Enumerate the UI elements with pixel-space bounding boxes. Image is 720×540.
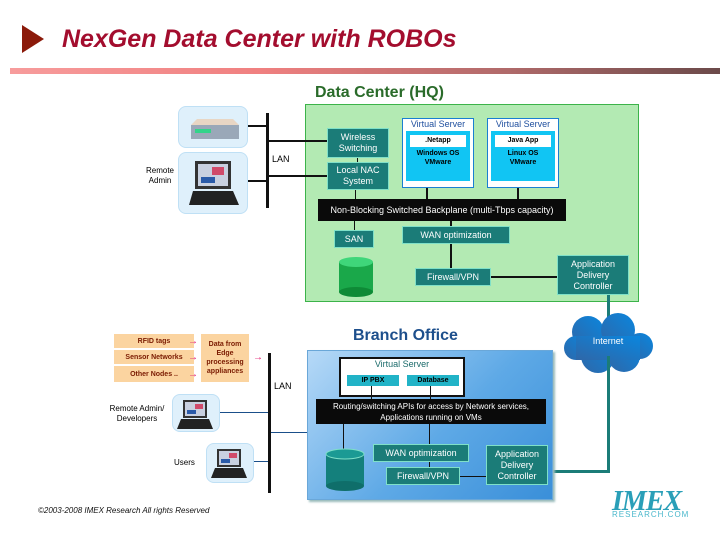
app-box: Java App: [495, 135, 551, 147]
cloud-icon: [564, 313, 653, 373]
rfid-tags-box: RFID tags: [114, 334, 194, 348]
dc-adc-box: Application Delivery Controller: [557, 255, 629, 295]
vmware-layer: Java App Linux OS VMware: [491, 131, 555, 181]
vs1-backplane-link: [426, 188, 428, 199]
hq-remote-admin-laptop: [178, 152, 248, 214]
os-label: Linux OS: [507, 150, 539, 157]
virtual-server-label: Virtual Server: [495, 119, 551, 129]
dc-firewall-box: Firewall/VPN: [415, 268, 491, 286]
bo-firewall-adc-link: [460, 476, 486, 477]
vs2-backplane-link: [517, 188, 519, 199]
firewall-adc-link: [491, 276, 557, 278]
hq-laptop-link: [248, 180, 268, 182]
bo-admin-link: [220, 412, 268, 413]
imex-logo-sub: RESEARCH.COM: [612, 510, 690, 519]
hypervisor-label: VMware: [424, 159, 452, 166]
users-label: Users: [174, 458, 195, 467]
hq-appliance: [178, 106, 248, 148]
local-nac-box: Local NAC System: [327, 162, 389, 190]
api-storage-link: [343, 424, 344, 450]
imex-logo: IMEX: [612, 486, 682, 517]
copyright: ©2003-2008 IMEX Research All rights Rese…: [38, 506, 210, 515]
nac-backplane-link: [355, 190, 356, 199]
lan-to-nac: [269, 175, 327, 177]
arrow-right-icon: →: [188, 369, 198, 380]
edge-processing-box: Data from Edge processing appliances: [201, 334, 249, 382]
bo-remote-admin-laptop: [172, 394, 220, 432]
bo-adc-box: Application Delivery Controller: [486, 445, 548, 485]
hq-appliance-link: [248, 125, 268, 127]
database-box: Database: [407, 375, 459, 386]
laptop-icon: [211, 449, 247, 478]
bo-wan-optimization-box: WAN optimization: [373, 444, 469, 462]
backplane-san-link: [354, 221, 355, 231]
lan-branch-link: [271, 432, 307, 433]
hq-remote-admin-label: Remote Admin: [145, 166, 174, 185]
users-laptop: [206, 443, 254, 483]
os-label: Windows OS: [416, 150, 460, 157]
virtual-server-label: Virtual Server: [410, 119, 466, 129]
users-link: [254, 461, 268, 462]
dc-wan-optimization-box: WAN optimization: [402, 226, 510, 244]
wireless-switching-box: Wireless Switching: [327, 128, 389, 158]
vmware-layer: .Netapp Windows OS VMware: [406, 131, 470, 181]
ip-pbx-box: IP PBX: [347, 375, 399, 386]
title-divider: [10, 68, 720, 74]
laptop-icon: [177, 400, 213, 429]
arrow-right-icon: →: [188, 336, 198, 347]
san-box: SAN: [334, 230, 374, 248]
internet-branch-link-h: [553, 470, 610, 473]
virtual-server-label: Virtual Server: [374, 359, 430, 369]
api-wan-link: [429, 424, 430, 444]
backplane-bar: Non-Blocking Switched Backplane (multi-T…: [318, 199, 566, 221]
bo-virtual-server: Virtual Server IP PBX Database: [339, 357, 465, 397]
db-api-link: [430, 386, 431, 400]
bo-storage-cylinder-icon: [325, 448, 365, 492]
data-center-title: Data Center (HQ): [315, 84, 444, 101]
network-appliance-icon: [191, 119, 239, 139]
bo-wan-firewall-link: [429, 462, 430, 468]
internet-label: Internet: [592, 336, 624, 346]
wan-firewall-link: [450, 244, 452, 268]
pbx-api-link: [371, 386, 372, 400]
lan-to-wireless: [269, 140, 327, 142]
dc-virtual-server-2: Virtual Server Java App Linux OS VMware: [487, 118, 559, 188]
hq-lan-bus: [266, 113, 269, 208]
storage-cylinder-icon: [338, 256, 374, 298]
app-box: .Netapp: [410, 135, 466, 147]
dc-virtual-server-1: Virtual Server .Netapp Windows OS VMware: [402, 118, 474, 188]
bo-remote-admin-label: Remote Admin/ Developers: [109, 404, 165, 423]
page-title: NexGen Data Center with ROBOs: [62, 25, 457, 53]
internet-branch-link-v: [607, 356, 610, 472]
internet-cloud: Internet: [560, 310, 656, 376]
other-nodes-box: Other Nodes ..: [114, 366, 194, 382]
arrow-right-icon: →: [188, 352, 198, 363]
branch-lan-bus: [268, 353, 271, 493]
hypervisor-label: VMware: [509, 159, 537, 166]
branch-lan-label: LAN: [274, 381, 292, 391]
branch-office-title: Branch Office: [353, 327, 458, 344]
hq-lan-label: LAN: [272, 154, 290, 164]
bo-firewall-box: Firewall/VPN: [386, 467, 460, 485]
routing-api-bar: Routing/switching APIs for access by Net…: [316, 399, 546, 424]
arrow-right-icon: →: [253, 352, 263, 363]
title-arrow-icon: [22, 25, 44, 53]
backplane-wan-link: [450, 221, 452, 226]
sensor-networks-box: Sensor Networks: [114, 350, 194, 364]
laptop-icon: [189, 161, 239, 205]
dc-internet-link: [607, 295, 610, 319]
wireless-nac-link: [357, 158, 358, 162]
